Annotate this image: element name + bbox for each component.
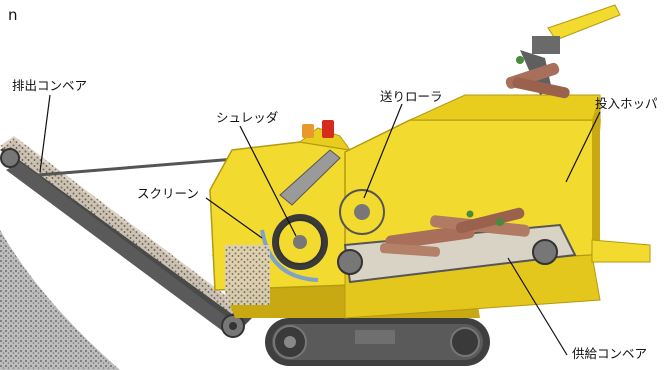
shredder-arm: [279, 149, 341, 206]
indicator-light-red: [322, 120, 334, 138]
feed-roller: [339, 189, 385, 235]
leader-screen: [205, 197, 263, 239]
label-screen: スクリーン: [137, 186, 199, 201]
label-supply-conveyor: 供給コンベア: [572, 346, 648, 361]
label-shredder: シュレッダ: [216, 110, 279, 125]
discharge-conveyor: [0, 136, 252, 338]
leader-lines: [39, 94, 601, 356]
leader-shredder: [239, 125, 297, 237]
screen-arc: [260, 229, 319, 282]
label-feed-roller: 送りローラ: [380, 89, 443, 104]
falling-chips: [225, 245, 270, 305]
leader-discharge-conveyor: [39, 94, 51, 173]
leader-feed-roller: [363, 103, 403, 199]
label-discharge-conveyor: 排出コンベア: [12, 78, 88, 93]
wood-logs: [379, 207, 530, 257]
label-input-hopper: 投入ホッパ: [595, 96, 658, 111]
leader-input-hopper: [565, 111, 601, 183]
excavator-grapple: [505, 4, 621, 99]
leader-supply-conveyor: [507, 257, 568, 356]
supply-conveyor: [337, 223, 577, 284]
crawler-track: [265, 318, 490, 366]
chip-pile: [0, 230, 120, 370]
side-chute: [591, 239, 651, 263]
indicator-light-orange: [302, 124, 314, 138]
corner-text: n: [8, 6, 18, 24]
shredder-drum: [272, 214, 328, 270]
